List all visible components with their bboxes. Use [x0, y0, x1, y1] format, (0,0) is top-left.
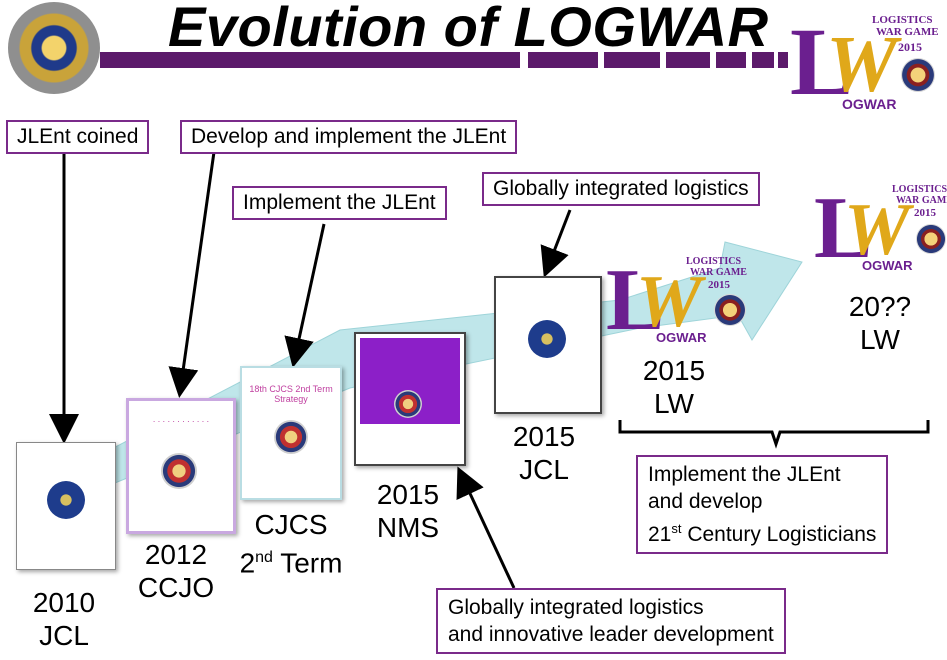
label-future-lw: 20??LW: [848, 291, 912, 355]
logwar-logo-header: L W LOGISTICS WAR GAME 2015 OGWAR: [790, 8, 939, 115]
callout-implement: Implement the JLEnt: [232, 186, 447, 220]
callout-jlent-coined: JLEnt coined: [6, 120, 150, 154]
doc-2015-jcl: [494, 276, 602, 414]
doc-2015-nms: [354, 332, 466, 466]
logwar-logo-2015: L W LOGISTICS WAR GAME 2015 OGWAR: [606, 252, 747, 349]
callout-develop-implement: Develop and implement the JLEnt: [180, 120, 518, 154]
callout-implement-develop: Implement the JLEnt and develop 21st Cen…: [636, 455, 889, 554]
doc-2012-ccjo: · · · · · · · · · · · ·: [126, 398, 236, 534]
page-title: Evolution of LOGWAR: [168, 0, 769, 58]
jcs-seal-logo: [8, 2, 100, 94]
logwar-logo-future: L W LOGISTICS WAR GAME 2015 OGWAR: [814, 180, 947, 277]
callout-global-top: Globally integrated logistics: [482, 172, 760, 206]
callout-global-bottom: Globally integrated logistics and innova…: [436, 588, 786, 654]
doc-2010-jcl: [16, 442, 116, 570]
label-cjcs: CJCS 2nd Term: [239, 509, 343, 579]
doc-cjcs-strategy: 18th CJCS 2nd Term Strategy: [240, 366, 342, 500]
